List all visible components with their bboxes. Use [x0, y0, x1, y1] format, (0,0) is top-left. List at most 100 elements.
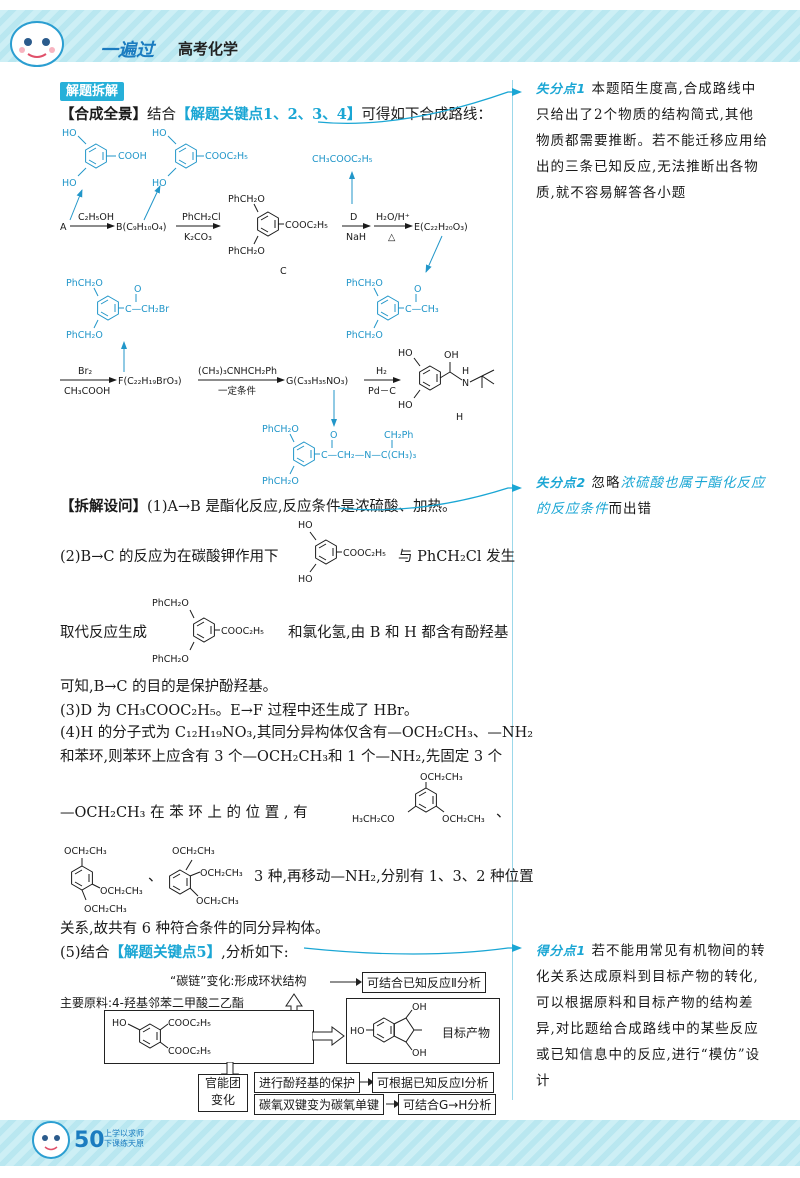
label-phch2o: PhCH₂O [152, 654, 189, 665]
molecule-c: PhCH₂O PhCH₂O COOC₂H₅ C [228, 194, 328, 277]
footer-band [0, 1120, 800, 1166]
q4-line-g: 关系,故共有 6 种符合条件的同分异构体。 [60, 918, 330, 940]
q4-text-f: 3 种,再移动—NH₂,分别有 1、3、2 种位置 [254, 869, 534, 885]
q4-text-c: —OCH₂CH₃ 在 苯 环 上 的 位 置 , 有 [60, 805, 308, 821]
flow-arrow-3 [386, 1100, 400, 1108]
label-ch2ph: CH₂Ph [384, 430, 413, 441]
side-note-3-text: 若不能用常见有机物间的转化关系达成原料到目标产物的转化,可以根据原料和目标产物的… [536, 943, 766, 1089]
label-ho: HO [350, 1026, 365, 1037]
label-phch2o: PhCH₂O [66, 278, 103, 289]
slogan-line-1: 上学以求师 [104, 1129, 144, 1138]
label-phch2o: PhCH₂O [152, 598, 189, 609]
label-ch3cooc2h5: CH₃COOC₂H₅ [312, 154, 373, 165]
fg-label-2: 变化 [210, 1093, 235, 1107]
q5-post: ,分析如下: [221, 945, 289, 961]
mascot-icon [10, 21, 64, 67]
footer-mascot-icon [32, 1121, 70, 1159]
label-ho: HO [62, 128, 77, 139]
footer-slogan: 上学以求师 下课练天原 [104, 1129, 144, 1149]
label-o: O [134, 284, 141, 295]
q3-text: (3)D 为 CH₃COOC₂H₅。E→F 过程中还生成了 HBr。 [60, 703, 419, 719]
side-note-3: 得分点1 若不能用常见有机物间的转化关系达成原料到目标产物的转化,可以根据原料和… [536, 938, 768, 1094]
target-label: 目标产物 [442, 1026, 491, 1040]
q2-line-a: (2)B→C 的反应为在碳酸钾作用下 [60, 546, 279, 568]
q4-line-f: 3 种,再移动—NH₂,分别有 1、3、2 种位置 [254, 866, 534, 888]
q4-text-e: 、 [148, 869, 163, 885]
q5-line: (5)结合【解题关键点5】,分析如下: [60, 942, 289, 964]
label-och2ch3: OCH₂CH₃ [420, 772, 463, 783]
lead-pre: 结合 [147, 107, 176, 123]
label-o: O [414, 284, 421, 295]
label-cooc2h5: COOC₂H₅ [168, 1018, 211, 1029]
label-phch2o: PhCH₂O [66, 330, 103, 341]
molecule-123-triethoxy: OCH₂CH₃ OCH₂CH₃ OCH₂CH₃ [169, 846, 243, 907]
label-oh: OH [412, 1002, 427, 1013]
flow-box-rxn2: 可结合已知反应Ⅱ分析 [362, 972, 486, 993]
label-ch3cooh: CH₃COOH [64, 386, 110, 397]
label-ho: HO [298, 520, 313, 531]
label-ho: HO [62, 178, 77, 189]
label-oh: OH [444, 350, 459, 361]
label-ho: HO [152, 178, 167, 189]
label-delta: △ [388, 232, 396, 243]
q4-line-a: (4)H 的分子式为 C₁₂H₁₉NO₃,其同分异构体仅含有—OCH₂CH₃、—… [60, 722, 533, 744]
label-phch2o: PhCH₂O [262, 424, 299, 435]
label-c-ch2br: C—CH₂Br [125, 304, 169, 315]
label-nah: NaH [346, 232, 366, 243]
molecule-ester-b: HO HO COOC₂H₅ [152, 128, 248, 189]
label-k2co3: K₂CO₃ [184, 232, 212, 243]
q4-text-g: 关系,故共有 6 种符合条件的同分异构体。 [60, 921, 330, 937]
molecule-raw-material: HO COOC₂H₅ COOC₂H₅ [112, 1018, 211, 1057]
lead-keypoint: 【解题关键点1、2、3、4】 [176, 106, 362, 123]
label-n: N [462, 378, 469, 389]
label-e: E(C₂₂H₂₀O₃) [414, 222, 468, 233]
molecule-target: HO OH OH [350, 1002, 427, 1059]
molecule-b-inline: HO HO COOC₂H₅ [298, 520, 386, 585]
q5-pre: (5)结合 [60, 945, 110, 961]
label-och2ch3: OCH₂CH₃ [84, 904, 127, 915]
label-c-ch3: C—CH₃ [405, 304, 439, 315]
subject-title: 高考化学 [178, 40, 239, 58]
side-note-2-label: 失分点2 [536, 475, 587, 490]
q2-text-c: 取代反应生成 [60, 625, 147, 641]
q2-line-c: 取代反应生成 [60, 622, 147, 644]
label-och2ch3: OCH₂CH₃ [64, 846, 107, 857]
q2-text-d: 和氯化氢,由 B 和 H 都含有酚羟基 [288, 625, 509, 641]
target-product-box [346, 998, 500, 1064]
label-o: O [330, 430, 337, 441]
series-title: 一遍过 [100, 40, 154, 61]
label-h3ch2co: H₃CH₂CO [352, 814, 395, 825]
molecule-dihydroxybenzoic-acid: HO HO COOH [62, 128, 147, 189]
q4-line-c: —OCH₂CH₃ 在 苯 环 上 的 位 置 , 有 [60, 802, 308, 824]
label-cooc2h5: COOC₂H₅ [168, 1046, 211, 1057]
label-cooc2h5: COOC₂H₅ [205, 151, 248, 162]
slogan-line-2: 下课练天原 [104, 1139, 144, 1148]
label-d: D [350, 212, 357, 223]
q4-text-a: (4)H 的分子式为 C₁₂H₁₉NO₃,其同分异构体仅含有—OCH₂CH₃、—… [60, 725, 534, 741]
page-header: 一遍过 高考化学 [0, 0, 800, 78]
q5-keypoint: 【解题关键点5】 [109, 944, 222, 961]
flow-right-arrow [312, 1026, 345, 1046]
label-f: F(C₂₂H₁₉BrO₃) [118, 376, 182, 387]
lead-bracket: 【合成全景】 [60, 106, 147, 123]
label-och2ch3: OCH₂CH₃ [196, 896, 239, 907]
label-och2ch3: OCH₂CH₃ [442, 814, 485, 825]
molecule-135-triethoxy: OCH₂CH₃ H₃CH₂CO OCH₂CH₃ [352, 772, 485, 825]
molecule-124-triethoxy: OCH₂CH₃ OCH₂CH₃ OCH₂CH₃ [64, 846, 143, 915]
flow-arrow-1 [330, 978, 362, 986]
fg-label-1: 官能团 [204, 1076, 241, 1090]
molecule-g: PhCH₂O PhCH₂O O C—CH₂—N—C(CH₃)₃ CH₂Ph [262, 424, 416, 487]
q4-text-b: 和苯环,则苯环上应含有 3 个—OCH₂CH₃和 1 个—NH₂,先固定 3 个 [60, 749, 503, 765]
analysis-bracket: 【拆解设问】 [60, 498, 147, 515]
side-note-2-pre: 忽略 [591, 475, 621, 491]
flow-box-rxn1: 可根据已知反应Ⅰ分析 [372, 1072, 494, 1093]
label-ho: HO [398, 400, 413, 411]
synthesis-route-diagram: HO HO COOH HO HO COOC₂H₅ CH₃COOC₂H₅ A C₂… [60, 128, 495, 487]
label-c: C [280, 266, 287, 277]
molecule-c-inline: PhCH₂O PhCH₂O COOC₂H₅ [152, 598, 264, 665]
side-note-1-label: 失分点1 [536, 81, 587, 96]
label-phch2o: PhCH₂O [346, 278, 383, 289]
flow-box-g-to-h: 可结合G→H分析 [398, 1094, 497, 1115]
side-note-2-blue: 浓硫酸也属于酯化反应的反应条件 [536, 475, 766, 517]
section-tag-label: 解题拆解 [60, 82, 125, 101]
